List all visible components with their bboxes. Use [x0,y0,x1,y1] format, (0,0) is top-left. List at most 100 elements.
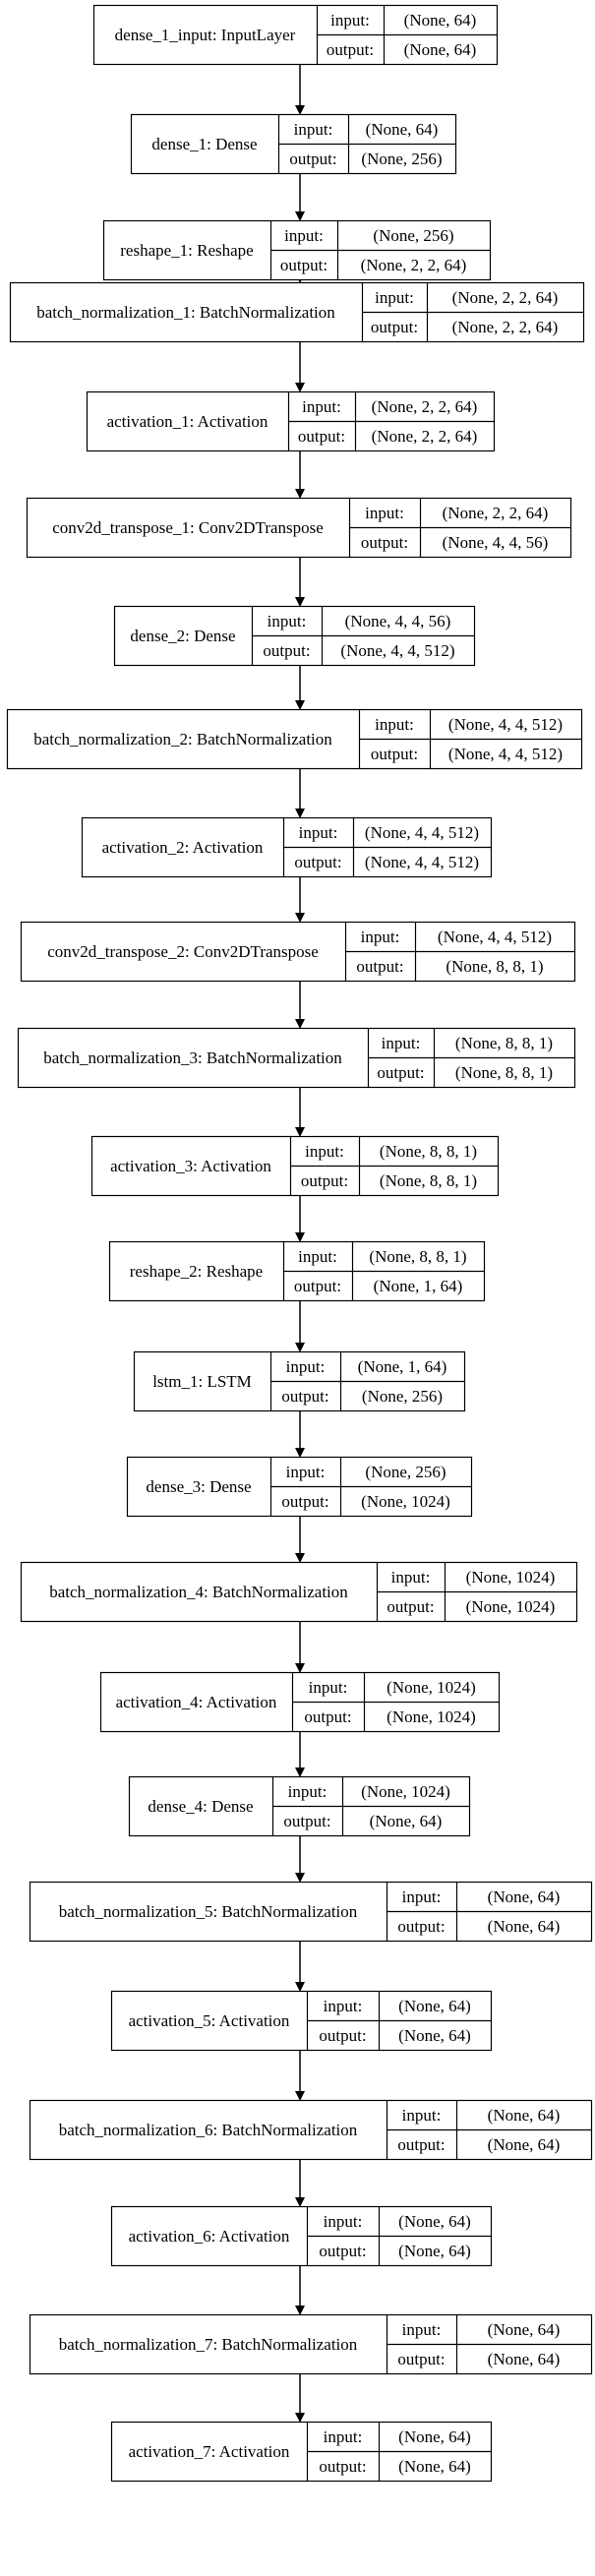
input-label: input: [330,11,370,30]
output-shape: (None, 2, 2, 64) [372,427,478,446]
layer-name: activation_2: Activation [102,838,264,857]
output-label: output: [327,40,374,59]
output-shape: (None, 256) [362,1387,443,1406]
output-label: output: [301,1171,348,1190]
output-shape: (None, 64) [404,40,477,59]
input-label: input: [324,2427,363,2446]
output-label: output: [319,2242,366,2260]
input-label: input: [302,397,341,416]
layer-name: batch_normalization_7: BatchNormalizatio… [59,2335,358,2354]
layer-node: batch_normalization_7: BatchNormalizatio… [29,2313,593,2375]
input-shape: (None, 64) [398,1997,471,2015]
input-shape: (None, 4, 4, 512) [438,928,552,946]
input-shape: (None, 64) [398,2212,471,2231]
input-shape: (None, 2, 2, 64) [372,397,478,416]
output-label: output: [361,533,408,552]
input-shape: (None, 4, 4, 512) [448,715,563,734]
output-shape: (None, 1, 64) [374,1277,463,1295]
input-shape: (None, 64) [404,11,477,30]
output-label: output: [319,2026,366,2045]
layer-node: activation_5: Activationinput:output:(No… [110,1990,493,2052]
layer-name: activation_7: Activation [129,2442,290,2461]
input-shape: (None, 1024) [466,1568,556,1587]
layer-name: batch_normalization_2: BatchNormalizatio… [33,730,332,749]
layer-node: batch_normalization_2: BatchNormalizatio… [6,708,583,770]
input-shape: (None, 256) [373,226,453,245]
layer-node: activation_2: Activationinput:output:(No… [81,816,493,878]
output-shape: (None, 64) [398,2026,471,2045]
output-label: output: [281,1387,328,1406]
output-shape: (None, 64) [488,1917,561,1936]
layer-name: reshape_1: Reshape [120,241,253,260]
input-shape: (None, 8, 8, 1) [380,1142,477,1161]
output-shape: (None, 1024) [361,1492,450,1511]
layer-name: dense_3: Dense [146,1477,251,1496]
input-label: input: [365,504,404,522]
output-shape: (None, 64) [370,1812,443,1830]
output-label: output: [280,256,327,274]
layer-node: reshape_1: Reshape input: output: (None, 25… [102,219,492,281]
layer-name: batch_normalization_1: BatchNormalizatio… [36,303,335,322]
output-shape: (None, 1024) [387,1707,476,1726]
input-label: input: [402,2320,442,2339]
input-label: input: [391,1568,431,1587]
layer-node: activation_1: Activationinput:output:(No… [86,390,496,452]
input-label: input: [309,1678,348,1697]
input-label: input: [286,1463,326,1481]
input-shape: (None, 2, 2, 64) [452,288,559,307]
input-label: input: [375,288,414,307]
layer-node: activation_7: Activationinput:output:(No… [110,2421,493,2483]
output-label: output: [304,1707,351,1726]
input-shape: (None, 64) [398,2427,471,2446]
layer-name: activation_6: Activation [129,2227,290,2246]
layer-node: activation_3: Activationinput:output:(No… [90,1135,500,1197]
input-shape: (None, 8, 8, 1) [369,1247,466,1266]
layer-name: activation_3: Activation [110,1157,271,1175]
layer-node: batch_normalization_5: BatchNormalizatio… [29,1881,593,1943]
output-label: output: [356,957,403,976]
output-shape: (None, 64) [398,2242,471,2260]
layer-name: reshape_2: Reshape [130,1262,263,1281]
layer-name: batch_normalization_3: BatchNormalizatio… [43,1048,342,1067]
output-shape: (None, 1024) [466,1597,556,1616]
input-shape: (None, 1024) [387,1678,476,1697]
output-label: output: [387,1597,434,1616]
input-shape: (None, 64) [488,2106,561,2125]
layer-node: dense_1_input: InputLayerinput:output:(N… [92,4,499,66]
output-shape: (None, 4, 4, 512) [340,641,454,660]
output-label: output: [294,853,341,871]
layer-name: dense_1: Dense [151,135,257,153]
layer-name: activation_4: Activation [116,1693,277,1711]
layer-name: dense_2: Dense [130,627,235,645]
output-label: output: [371,745,418,763]
input-label: input: [294,120,333,139]
output-label: output: [397,1917,445,1936]
input-label: input: [382,1034,421,1052]
input-shape: (None, 1024) [361,1782,450,1801]
output-shape: (None, 2, 2, 64) [361,256,467,274]
output-shape: (None, 8, 8, 1) [380,1171,477,1190]
output-shape: (None, 4, 4, 512) [448,745,563,763]
layer-name: batch_normalization_5: BatchNormalizatio… [59,1902,358,1921]
output-label: output: [294,1277,341,1295]
layer-node: batch_normalization_6: BatchNormalizatio… [29,2099,593,2161]
output-shape: (None, 256) [361,150,442,168]
layer-name: batch_normalization_4: BatchNormalizatio… [49,1583,348,1601]
output-shape: (None, 4, 4, 56) [443,533,549,552]
input-label: input: [284,226,324,245]
layer-name: batch_normalization_6: BatchNormalizatio… [59,2121,358,2139]
input-shape: (None, 64) [488,1887,561,1906]
output-label: output: [283,1812,330,1830]
input-shape: (None, 2, 2, 64) [443,504,549,522]
layer-name: conv2d_transpose_1: Conv2DTranspose [52,518,324,537]
input-shape: (None, 4, 4, 56) [345,612,451,630]
output-label: output: [289,150,336,168]
output-shape: (None, 4, 4, 512) [365,853,479,871]
